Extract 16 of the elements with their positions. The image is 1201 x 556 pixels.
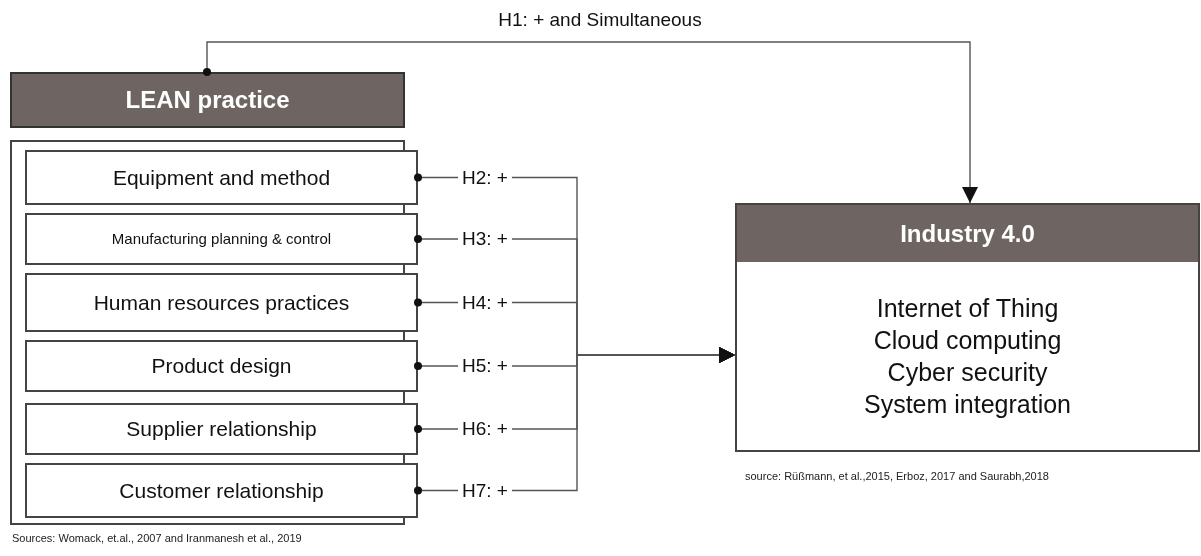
panel-header: Industry 4.0 bbox=[737, 205, 1198, 262]
group-header: LEAN practice bbox=[10, 72, 405, 128]
practice-box: Product design bbox=[25, 340, 418, 392]
practice-box: Equipment and method bbox=[25, 150, 418, 205]
panel-item: Internet of Thing bbox=[876, 293, 1059, 324]
source-note: Sources: Womack, et.al., 2007 and Iranmanesh et al., 2019 bbox=[12, 531, 302, 546]
panel-item: Cyber security bbox=[887, 357, 1048, 388]
practice-box: Manufacturing planning & control bbox=[25, 213, 418, 265]
practice-box: Customer relationship bbox=[25, 463, 418, 518]
connector-arrow bbox=[203, 41, 978, 204]
panel-item: System integration bbox=[863, 389, 1071, 420]
practice-box: Human resources practices bbox=[25, 273, 418, 332]
panel-item: Cloud computing bbox=[873, 325, 1062, 356]
outcome-panel bbox=[735, 203, 1200, 452]
practice-box: Supplier relationship bbox=[25, 403, 418, 455]
source-note: source: Rüßmann, et al.,2015, Erboz, 2017 and Saurabh,2018 bbox=[745, 469, 1049, 484]
